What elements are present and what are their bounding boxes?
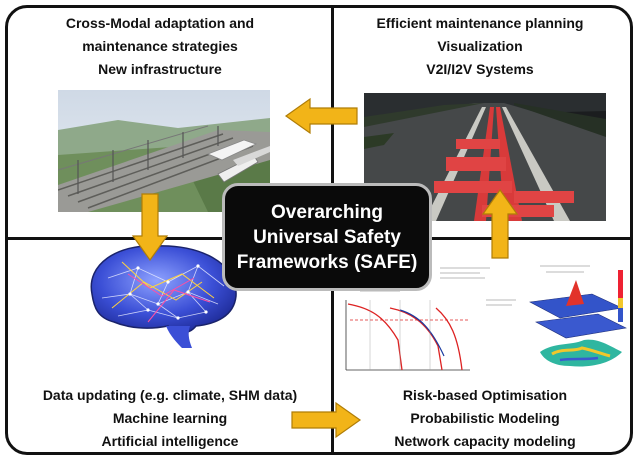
center-line-3: Frameworks (SAFE) xyxy=(236,251,418,273)
arrow-right-icon xyxy=(291,401,362,439)
top-right-line-3: V2I/I2V Systems xyxy=(426,61,534,77)
bottom-right-line-1: Risk-based Optimisation xyxy=(402,387,568,403)
bottom-right-text: Risk-based Optimisation Probabilistic Mo… xyxy=(355,384,615,453)
bottom-right-line-2: Probabilistic Modeling xyxy=(410,410,560,426)
center-line-1: Overarching xyxy=(271,201,383,223)
top-left-line-3: New infrastructure xyxy=(98,61,222,77)
top-right-line-2: Visualization xyxy=(437,38,523,54)
neural-network-brain-image xyxy=(78,238,246,350)
bottom-right-line-3: Network capacity modeling xyxy=(394,433,576,449)
top-left-line-2: maintenance strategies xyxy=(82,38,238,54)
railway-bridge-photo xyxy=(58,90,270,212)
center-line-2: Universal Safety xyxy=(253,226,401,248)
bottom-left-line-1: Data updating (e.g. climate, SHM data) xyxy=(42,387,298,403)
arrow-left-icon xyxy=(284,97,358,135)
top-left-line-1: Cross-Modal adaptation and xyxy=(65,15,255,31)
bottom-left-line-2: Machine learning xyxy=(112,410,228,426)
top-right-line-1: Efficient maintenance planning xyxy=(376,15,584,31)
bottom-left-line-3: Artificial intelligence xyxy=(101,433,239,449)
arrow-up-icon xyxy=(481,188,519,259)
top-left-text: Cross-Modal adaptation and maintenance s… xyxy=(40,12,280,81)
top-right-text: Efficient maintenance planning Visualiza… xyxy=(345,12,615,81)
bottom-left-text: Data updating (e.g. climate, SHM data) M… xyxy=(25,384,315,453)
road-lane-marking-photo xyxy=(364,93,606,221)
arrow-down-icon xyxy=(131,193,169,262)
safe-center-box: Overarching Universal Safety Frameworks … xyxy=(222,183,432,291)
